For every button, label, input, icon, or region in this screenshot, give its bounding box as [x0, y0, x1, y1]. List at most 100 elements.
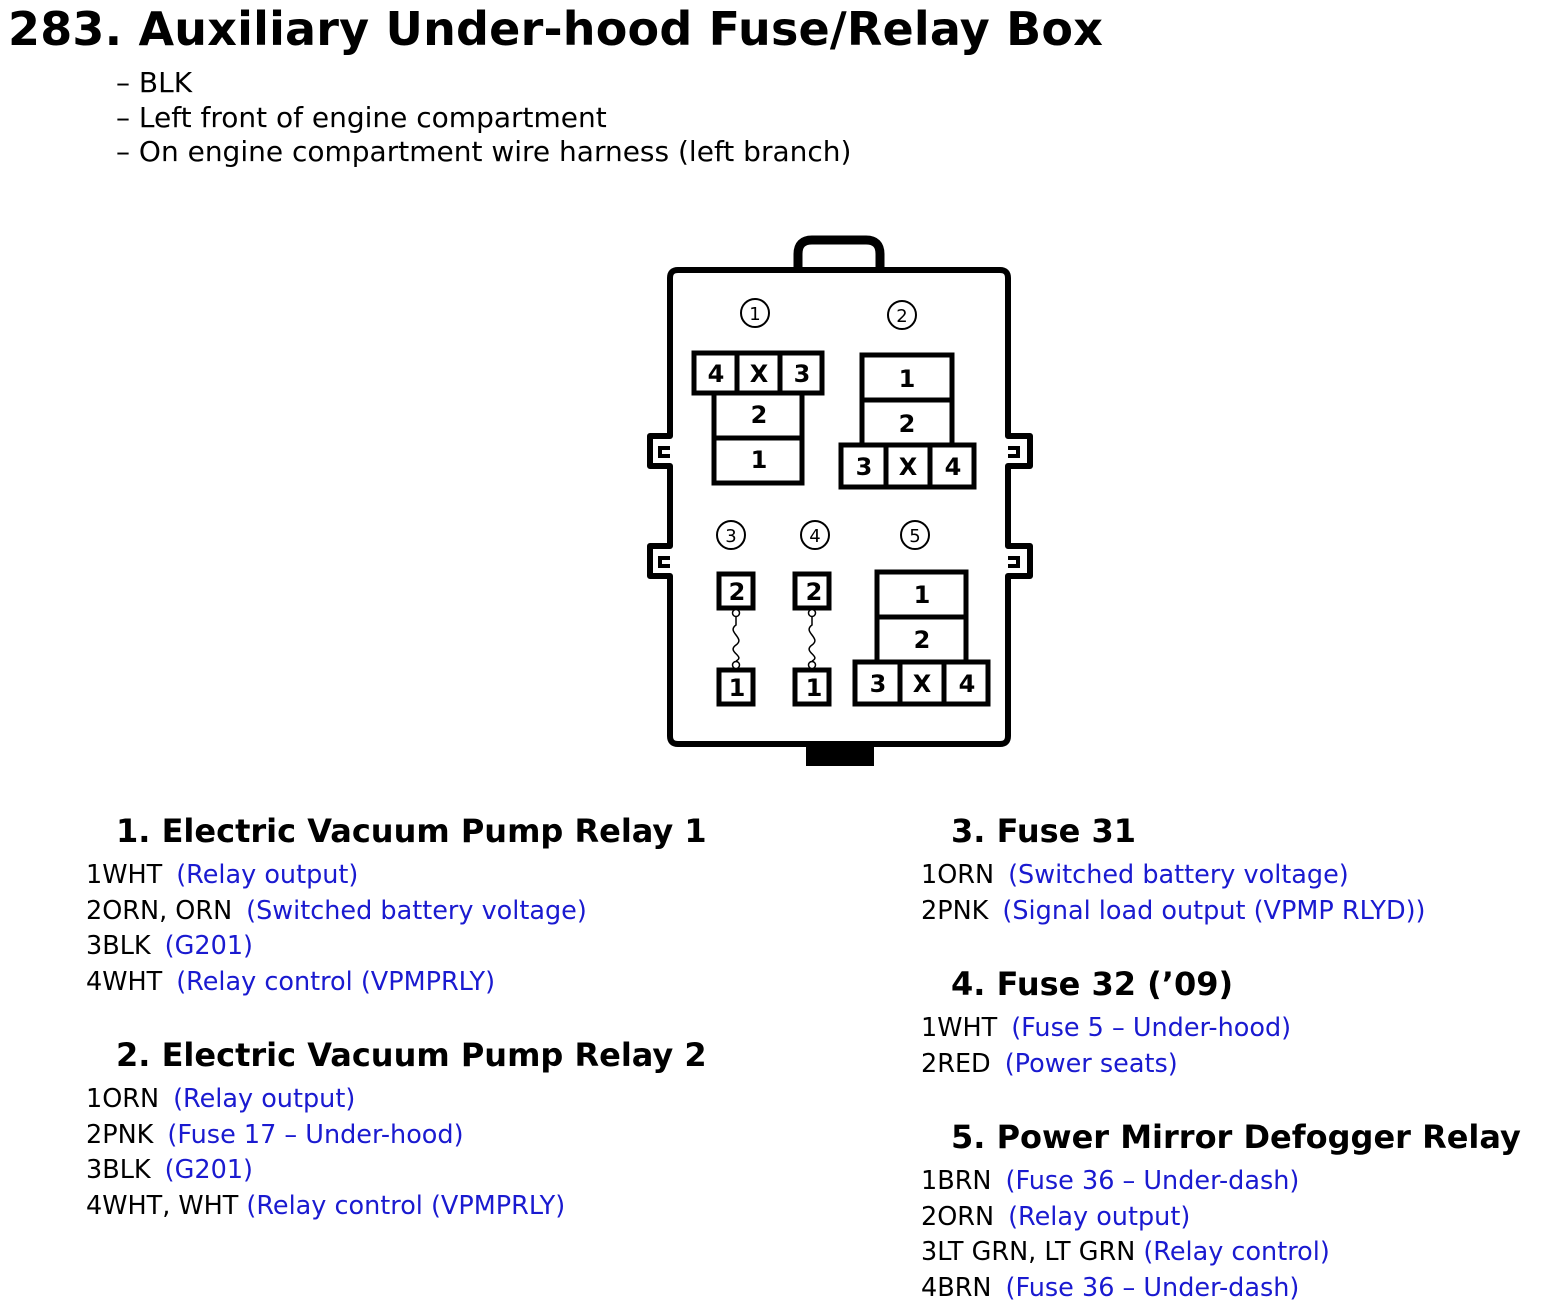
pin-desc: (Fuse 17 – Under-hood) — [167, 1119, 464, 1150]
pin-desc: (Fuse 36 – Under-dash) — [1005, 1166, 1300, 1196]
pin-row: 1ORN (Relay output) — [86, 1082, 707, 1118]
slot-marker-5-label: 5 — [909, 526, 920, 547]
fuse-3-pin-1: 1 — [729, 674, 746, 702]
pin-wire: 1BRN — [921, 1166, 992, 1196]
relay-2-pin-3: 3 — [856, 453, 873, 481]
fuse-3-socket — [716, 571, 756, 707]
relay-1-pin-1: 1 — [751, 446, 768, 474]
relay-2-pin-4: 4 — [945, 453, 962, 481]
section-defogger-relay: 5. Power Mirror Defogger Relay 1BRN (Fuse… — [921, 1114, 1521, 1306]
pin-row: 2ORN, ORN (Switched battery voltage) — [86, 894, 707, 930]
pin-row: 2PNK (Fuse 17 – Under-hood) — [86, 1118, 707, 1154]
pin-row: 2PNK (Signal load output (VPMP RLYD)) — [921, 894, 1426, 930]
section-fuse-31: 3. Fuse 31 1ORN (Switched battery voltage… — [921, 808, 1426, 929]
section-heading: 2. Electric Vacuum Pump Relay 2 — [116, 1036, 707, 1074]
fuse-3-element — [732, 617, 740, 662]
pin-desc: (Relay output) — [176, 860, 359, 890]
fuse-3-pin-2: 2 — [729, 578, 746, 606]
slot-marker-3: 3 — [716, 520, 746, 550]
relay-2-pin-1: 1 — [899, 365, 916, 393]
pin-row: 1ORN (Switched battery voltage) — [921, 858, 1426, 894]
pin-desc: (Relay control (VPMPRLY) — [176, 966, 496, 997]
pin-desc: (Signal load output (VPMP RLYD)) — [1002, 895, 1426, 926]
box-handle — [793, 235, 885, 270]
fuse-4-socket — [792, 571, 832, 707]
section-heading: 5. Power Mirror Defogger Relay — [951, 1118, 1521, 1156]
relay-2-pin-2: 2 — [899, 410, 916, 438]
pin-wire: 3LT GRN, LT GRN — [921, 1237, 1136, 1268]
relay-1-pin-2: 2 — [751, 401, 768, 429]
slot-marker-4-label: 4 — [809, 526, 820, 547]
pin-row: 2ORN (Relay output) — [921, 1200, 1521, 1236]
note-color: – BLK — [116, 66, 193, 99]
pin-wire: 2PNK — [86, 1119, 154, 1150]
pin-row: 4BRN (Fuse 36 – Under-dash) — [921, 1271, 1521, 1307]
pin-wire: 2ORN — [921, 1201, 995, 1232]
relay-1-socket — [691, 350, 825, 486]
relay-5-socket — [852, 569, 991, 707]
slot-marker-1-label: 1 — [749, 304, 760, 325]
fuse-4-element — [808, 617, 816, 662]
relay-1-pin-4: 4 — [708, 360, 725, 388]
pin-desc: (Relay control) — [1143, 1237, 1330, 1268]
relay-2-socket — [838, 352, 977, 490]
relay-5-pin-x: X — [913, 670, 932, 698]
pin-desc: (Power seats) — [1004, 1048, 1178, 1079]
pin-wire: 1ORN — [86, 1084, 160, 1114]
fuse-4-pin-2: 2 — [806, 578, 823, 606]
section-heading: 4. Fuse 32 (’09) — [951, 965, 1234, 1003]
relay-5-pin-2: 2 — [914, 626, 931, 654]
relay-5-pin-4: 4 — [959, 670, 976, 698]
note-harness: – On engine compartment wire harness (le… — [116, 135, 852, 168]
pin-desc: (Relay output) — [1008, 1201, 1191, 1232]
pin-desc: (Fuse 36 – Under-dash) — [1005, 1272, 1300, 1303]
page-title: 283. Auxiliary Under-hood Fuse/Relay Box — [8, 2, 1104, 56]
pin-row: 1BRN (Fuse 36 – Under-dash) — [921, 1164, 1521, 1200]
pin-wire: 2RED — [921, 1048, 991, 1079]
pin-wire: 2PNK — [921, 895, 989, 926]
section-relay-1: 1. Electric Vacuum Pump Relay 1 1WHT (Rel… — [86, 808, 707, 1000]
slot-marker-2: 2 — [887, 300, 917, 330]
pin-desc: (G201) — [164, 931, 253, 962]
note-location: – Left front of engine compartment — [116, 100, 607, 134]
relay-5-pin-1: 1 — [914, 581, 931, 609]
pin-wire: 1WHT — [921, 1013, 998, 1043]
pin-wire: 2ORN, ORN — [86, 895, 233, 926]
pin-wire: 4WHT — [86, 966, 163, 997]
section-relay-2: 2. Electric Vacuum Pump Relay 2 1ORN (Rel… — [86, 1032, 707, 1224]
pin-wire: 4WHT, WHT — [86, 1190, 239, 1221]
location-notes: – BLK – Left front of engine compartment… — [116, 66, 851, 170]
relay-1-pin-x: X — [750, 360, 769, 388]
pin-desc: (Relay output) — [173, 1084, 356, 1114]
relay-5-pin-3: 3 — [870, 670, 887, 698]
pin-wire: 1ORN — [921, 860, 995, 890]
pin-row: 3LT GRN, LT GRN(Relay control) — [921, 1235, 1521, 1271]
pin-wire: 4BRN — [921, 1272, 992, 1303]
pin-desc: (G201) — [164, 1155, 253, 1186]
pin-desc: (Fuse 5 – Under-hood) — [1011, 1013, 1292, 1043]
pin-row: 3BLK (G201) — [86, 1153, 707, 1189]
section-heading: 1. Electric Vacuum Pump Relay 1 — [116, 812, 707, 850]
box-bottom-tab — [806, 744, 874, 766]
section-heading: 3. Fuse 31 — [951, 812, 1137, 850]
pin-row: 1WHT (Fuse 5 – Under-hood) — [921, 1011, 1291, 1047]
slot-marker-2-label: 2 — [896, 306, 907, 327]
pin-row: 4WHT (Relay control (VPMPRLY) — [86, 965, 707, 1001]
pin-desc: (Switched battery voltage) — [246, 895, 587, 926]
slot-marker-3-label: 3 — [725, 526, 736, 547]
pin-wire: 3BLK — [86, 931, 151, 962]
relay-1-pin-3: 3 — [794, 360, 811, 388]
section-fuse-32: 4. Fuse 32 (’09) 1WHT (Fuse 5 – Under-hoo… — [921, 961, 1291, 1082]
pin-desc: (Switched battery voltage) — [1008, 860, 1349, 890]
pin-wire: 1WHT — [86, 860, 163, 890]
fuse-relay-box-diagram: 1 2 3 4 5 4 X 3 2 1 1 2 3 — [647, 235, 1033, 766]
pin-desc: (Relay control (VPMPRLY) — [246, 1190, 566, 1221]
relay-2-pin-x: X — [899, 453, 918, 481]
pin-wire: 3BLK — [86, 1155, 151, 1186]
slot-marker-5: 5 — [900, 520, 930, 550]
pin-row: 4WHT, WHT(Relay control (VPMPRLY) — [86, 1189, 707, 1225]
pin-row: 2RED (Power seats) — [921, 1047, 1291, 1083]
slot-marker-1: 1 — [740, 298, 770, 328]
slot-marker-4: 4 — [800, 520, 830, 550]
pin-row: 1WHT (Relay output) — [86, 858, 707, 894]
